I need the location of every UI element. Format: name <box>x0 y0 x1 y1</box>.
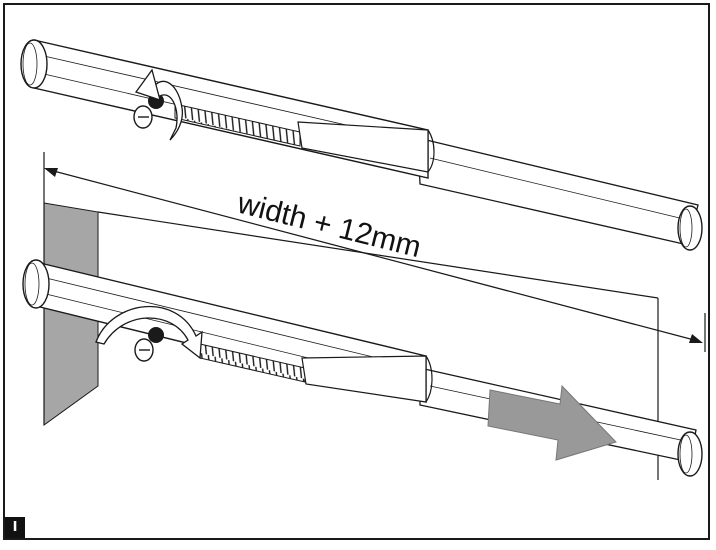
spring-coil-top <box>174 103 301 147</box>
thumbscrew-bottom <box>134 327 164 362</box>
curved-arrow-icon <box>95 305 203 360</box>
dimension-arrowhead-left <box>44 168 58 177</box>
curved-arrow-icon <box>149 80 184 141</box>
arrow-right-icon <box>487 384 617 461</box>
end-cap-right-top <box>677 205 703 251</box>
tension-rod-top <box>20 39 703 251</box>
step-number-badge: I <box>5 517 25 538</box>
tension-rod-bottom <box>22 259 703 477</box>
dimension-arrowhead-right <box>689 334 703 343</box>
figure-frame <box>3 3 710 540</box>
end-cap-left-bottom <box>22 259 50 309</box>
end-cap-right-bottom <box>677 431 703 477</box>
end-cap-left-top <box>20 39 48 89</box>
recess-top-edge <box>97 211 659 299</box>
dimension-line <box>45 168 699 342</box>
